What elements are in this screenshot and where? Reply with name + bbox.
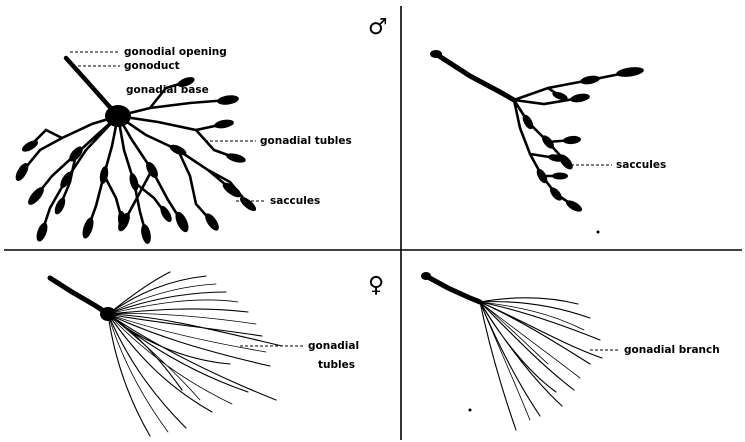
- label-gonadial-branch: gonadial branch: [624, 344, 720, 356]
- label-gonadial-base: gonadial base: [126, 84, 209, 96]
- label-saccules-male-right: saccules: [616, 159, 666, 171]
- female-symbol: ♀: [368, 273, 384, 298]
- male-saccules-right: [521, 66, 645, 214]
- male-right-labels: saccules: [566, 159, 666, 171]
- label-gonadial-tubles-female-2: tubles: [318, 359, 355, 371]
- label-gonadial-opening: gonodial opening: [124, 46, 227, 58]
- label-gonadial-tubles-female-1: gonadial: [308, 340, 359, 352]
- female-gonad-left-drawing: [50, 272, 282, 436]
- label-gonoduct: gonoduct: [124, 60, 180, 72]
- female-right-stalk: [426, 276, 480, 302]
- female-left-stalk: [50, 278, 108, 314]
- female-tubules-left: [108, 272, 282, 436]
- stray-dot: [597, 231, 600, 234]
- right-male-stalk: [436, 54, 514, 100]
- female-right-labels: gonadial branch: [590, 344, 720, 356]
- label-saccules-male-left: saccules: [270, 195, 320, 207]
- female-tubules-right-inner: [480, 302, 584, 420]
- label-gonadial-tubles-male: gonadial tubles: [260, 135, 352, 147]
- male-symbol: ♂: [368, 15, 388, 40]
- female-right-base: [421, 272, 431, 280]
- right-male-base: [430, 50, 442, 58]
- male-gonad-right-drawing: [430, 50, 644, 234]
- female-left-labels: gonadial tubles: [240, 340, 359, 371]
- stray-dot-2: [469, 409, 472, 412]
- male-saccules-left: [13, 75, 258, 245]
- female-gonad-right-drawing: [421, 272, 602, 430]
